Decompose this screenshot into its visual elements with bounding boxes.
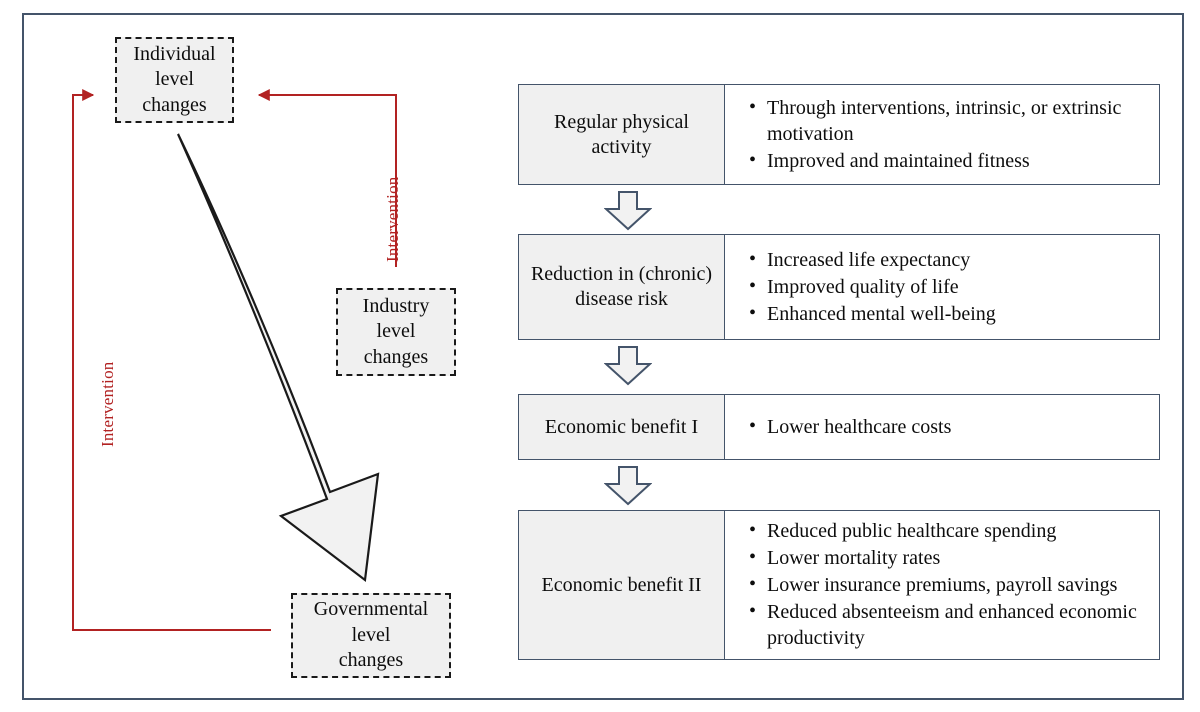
- list-item: Through interventions, intrinsic, or ext…: [749, 94, 1149, 147]
- flow-row-regular-physical-activity[interactable]: Regular physical activity Through interv…: [518, 84, 1160, 185]
- flow-row-body: Lower healthcare costs: [725, 395, 1159, 459]
- list-item: Enhanced mental well-being: [749, 300, 1149, 327]
- list-item: Reduced absenteeism and enhanced economi…: [749, 598, 1149, 651]
- list-item: Improved quality of life: [749, 273, 1149, 300]
- bullet-list: Increased life expectancy Improved quali…: [747, 246, 1149, 328]
- flow-row-body: Reduced public healthcare spending Lower…: [725, 511, 1159, 659]
- box-governmental-level-changes[interactable]: Governmental level changes: [291, 593, 451, 678]
- box-industry-level-changes[interactable]: Industry level changes: [336, 288, 456, 376]
- list-item: Lower healthcare costs: [749, 413, 1149, 440]
- flow-row-title: Economic benefit I: [519, 395, 725, 459]
- flow-row-title: Reduction in (chronic) disease risk: [519, 235, 725, 339]
- list-item: Lower mortality rates: [749, 544, 1149, 571]
- list-item: Improved and maintained fitness: [749, 147, 1149, 174]
- intervention-label-left: Intervention: [98, 361, 117, 447]
- bullet-list: Lower healthcare costs: [747, 413, 1149, 441]
- flow-row-title: Regular physical activity: [519, 85, 725, 184]
- intervention-label-right: Intervention: [383, 176, 402, 262]
- flow-row-title: Economic benefit II: [519, 511, 725, 659]
- down-block-arrow-icon: [604, 191, 652, 231]
- list-item: Increased life expectancy: [749, 246, 1149, 273]
- list-item: Lower insurance premiums, payroll saving…: [749, 571, 1149, 598]
- flow-row-reduction-in-chronic-disease-risk[interactable]: Reduction in (chronic) disease risk Incr…: [518, 234, 1160, 340]
- flow-row-body: Through interventions, intrinsic, or ext…: [725, 85, 1159, 184]
- flow-row-body: Increased life expectancy Improved quali…: [725, 235, 1159, 339]
- bullet-list: Reduced public healthcare spending Lower…: [747, 517, 1149, 652]
- flow-row-economic-benefit-ii[interactable]: Economic benefit II Reduced public healt…: [518, 510, 1160, 660]
- down-block-arrow-icon: [604, 466, 652, 506]
- down-block-arrow-icon: [604, 346, 652, 386]
- list-item: Reduced public healthcare spending: [749, 517, 1149, 544]
- figure-outer-frame: [22, 13, 1184, 700]
- box-individual-label: Individual level changes: [133, 42, 216, 116]
- flow-row-economic-benefit-i[interactable]: Economic benefit I Lower healthcare cost…: [518, 394, 1160, 460]
- box-governmental-label: Governmental level changes: [313, 598, 429, 672]
- bullet-list: Through interventions, intrinsic, or ext…: [747, 94, 1149, 175]
- box-individual-level-changes[interactable]: Individual level changes: [115, 37, 234, 123]
- box-industry-label: Industry level changes: [362, 294, 430, 368]
